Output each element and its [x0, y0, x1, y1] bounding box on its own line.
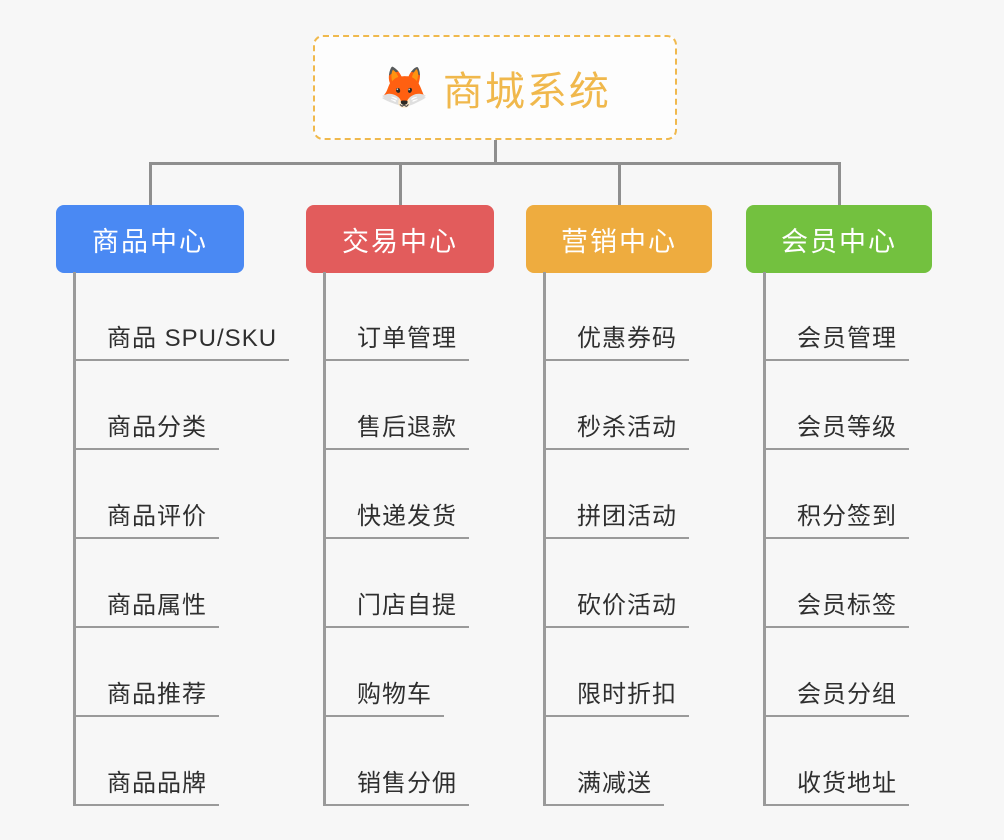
leaf-item[interactable]: 收货地址	[763, 717, 909, 806]
leaf-underline: 商品推荐	[73, 674, 219, 717]
leaf-item-label: 商品属性	[107, 592, 207, 619]
leaf-item-label: 门店自提	[357, 592, 457, 619]
leaf-item-label: 会员等级	[797, 414, 897, 441]
root-title: 商城系统	[442, 69, 611, 114]
leaf-item-label: 商品 SPU/SKU	[107, 325, 278, 352]
connector-drop-trade-center	[399, 162, 402, 207]
leaf-underline: 购物车	[323, 674, 444, 717]
leaf-underline: 商品评价	[73, 496, 219, 539]
leaf-item[interactable]: 会员分组	[763, 628, 909, 717]
leaf-item[interactable]: 快递发货	[323, 450, 469, 539]
leaf-item[interactable]: 商品品牌	[73, 717, 219, 806]
connector-root-stem	[494, 140, 497, 165]
category-box-product-center[interactable]: 商品中心	[56, 205, 244, 273]
leaf-underline: 订单管理	[323, 318, 469, 361]
leaf-column-member-center: 会员管理会员等级积分签到会员标签会员分组收货地址	[763, 272, 993, 806]
connector-horizontal-bus	[149, 162, 841, 165]
leaf-column-marketing-center: 优惠券码秒杀活动拼团活动砍价活动限时折扣满减送	[543, 272, 773, 806]
leaf-underline: 门店自提	[323, 585, 469, 628]
leaf-trunk-product-center	[73, 272, 76, 806]
category-box-trade-center[interactable]: 交易中心	[306, 205, 494, 273]
leaf-trunk-marketing-center	[543, 272, 546, 806]
leaf-item[interactable]: 商品属性	[73, 539, 219, 628]
leaf-item[interactable]: 商品推荐	[73, 628, 219, 717]
root-node[interactable]: 🦊 商城系统	[313, 35, 677, 140]
leaf-trunk-trade-center	[323, 272, 326, 806]
leaf-item-label: 拼团活动	[577, 503, 677, 530]
leaf-item[interactable]: 商品分类	[73, 361, 219, 450]
leaf-item[interactable]: 商品评价	[73, 450, 219, 539]
leaf-underline: 会员分组	[763, 674, 909, 717]
category-box-marketing-center[interactable]: 营销中心	[526, 205, 712, 273]
leaf-item-label: 快递发货	[357, 503, 457, 530]
leaf-underline: 快递发货	[323, 496, 469, 539]
leaf-item-label: 砍价活动	[577, 592, 677, 619]
leaf-underline: 商品属性	[73, 585, 219, 628]
leaf-item[interactable]: 秒杀活动	[543, 361, 689, 450]
leaf-item-label: 商品评价	[107, 503, 207, 530]
leaf-item-label: 会员管理	[797, 325, 897, 352]
leaf-underline: 会员等级	[763, 407, 909, 450]
leaf-item-label: 秒杀活动	[577, 414, 677, 441]
leaf-item[interactable]: 会员标签	[763, 539, 909, 628]
leaf-item[interactable]: 订单管理	[323, 272, 469, 361]
leaf-item-label: 订单管理	[357, 325, 457, 352]
leaf-underline: 限时折扣	[543, 674, 689, 717]
category-box-member-center[interactable]: 会员中心	[746, 205, 932, 273]
connector-drop-member-center	[838, 162, 841, 207]
leaf-underline: 收货地址	[763, 763, 909, 806]
leaf-item-label: 商品推荐	[107, 681, 207, 708]
leaf-item[interactable]: 满减送	[543, 717, 664, 806]
leaf-item[interactable]: 积分签到	[763, 450, 909, 539]
leaf-item[interactable]: 销售分佣	[323, 717, 469, 806]
leaf-item-label: 商品分类	[107, 414, 207, 441]
leaf-item[interactable]: 商品 SPU/SKU	[73, 272, 290, 361]
leaf-item[interactable]: 拼团活动	[543, 450, 689, 539]
leaf-item-label: 收货地址	[797, 770, 897, 797]
leaf-underline: 砍价活动	[543, 585, 689, 628]
leaf-underline: 商品品牌	[73, 763, 219, 806]
leaf-item[interactable]: 会员等级	[763, 361, 909, 450]
leaf-underline: 会员管理	[763, 318, 909, 361]
leaf-underline: 积分签到	[763, 496, 909, 539]
leaf-item-label: 售后退款	[357, 414, 457, 441]
leaf-item[interactable]: 优惠券码	[543, 272, 689, 361]
leaf-column-trade-center: 订单管理售后退款快递发货门店自提购物车销售分佣	[323, 272, 553, 806]
leaf-item-label: 限时折扣	[577, 681, 677, 708]
leaf-item-label: 销售分佣	[357, 770, 457, 797]
leaf-underline: 售后退款	[323, 407, 469, 450]
leaf-item-label: 商品品牌	[107, 770, 207, 797]
leaf-item[interactable]: 限时折扣	[543, 628, 689, 717]
leaf-column-product-center: 商品 SPU/SKU 商品分类商品评价商品属性商品推荐商品品牌	[73, 272, 303, 806]
leaf-item[interactable]: 会员管理	[763, 272, 909, 361]
leaf-underline: 销售分佣	[323, 763, 469, 806]
leaf-item[interactable]: 购物车	[323, 628, 444, 717]
leaf-underline: 商品 SPU/SKU	[73, 318, 290, 361]
leaf-item-label: 积分签到	[797, 503, 897, 530]
leaf-underline: 拼团活动	[543, 496, 689, 539]
leaf-underline: 商品分类	[73, 407, 219, 450]
leaf-trunk-member-center	[763, 272, 766, 806]
connector-drop-marketing-center	[618, 162, 621, 207]
category-label: 交易中心	[342, 226, 458, 257]
leaf-item-label: 购物车	[357, 681, 432, 708]
leaf-item[interactable]: 砍价活动	[543, 539, 689, 628]
leaf-item-label: 满减送	[577, 770, 652, 797]
leaf-underline: 秒杀活动	[543, 407, 689, 450]
category-label: 营销中心	[561, 226, 677, 257]
leaf-item[interactable]: 售后退款	[323, 361, 469, 450]
category-label: 商品中心	[92, 226, 208, 257]
leaf-underline: 满减送	[543, 763, 664, 806]
leaf-item-label: 优惠券码	[577, 325, 677, 352]
leaf-item-label: 会员标签	[797, 592, 897, 619]
leaf-item-label: 会员分组	[797, 681, 897, 708]
connector-drop-product-center	[149, 162, 152, 207]
leaf-underline: 会员标签	[763, 585, 909, 628]
leaf-underline: 优惠券码	[543, 318, 689, 361]
category-label: 会员中心	[781, 226, 897, 257]
leaf-item[interactable]: 门店自提	[323, 539, 469, 628]
shiba-dog-face-icon: 🦊	[379, 65, 429, 110]
